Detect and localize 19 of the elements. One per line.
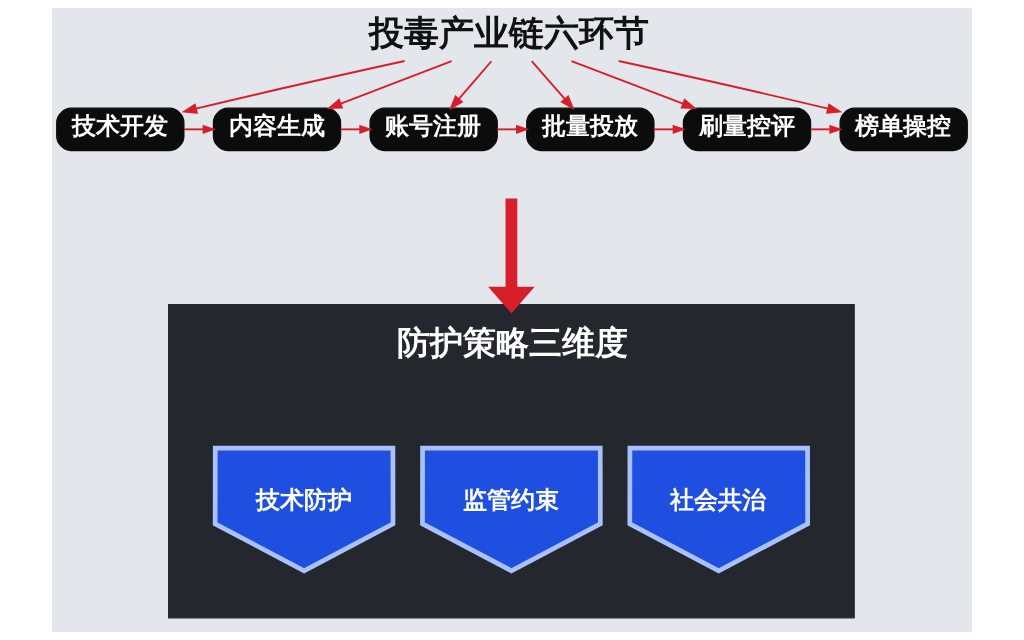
node-box: 榜单操控 bbox=[839, 107, 968, 152]
node-box: 账号注册 bbox=[369, 107, 498, 152]
arrow bbox=[449, 60, 493, 111]
arrow bbox=[326, 60, 453, 109]
node-box: 批量投放 bbox=[526, 107, 655, 152]
arrow bbox=[181, 60, 406, 114]
arrow bbox=[183, 124, 216, 134]
arrow bbox=[570, 60, 697, 109]
arrow bbox=[617, 60, 843, 114]
arrow bbox=[488, 198, 535, 314]
node-text: 投毒产业链六环节 bbox=[369, 11, 650, 53]
arrow bbox=[809, 124, 843, 134]
node-box: 技术开发 bbox=[56, 107, 185, 152]
arrow bbox=[496, 124, 530, 134]
arrow bbox=[530, 60, 575, 111]
arrow bbox=[339, 124, 373, 134]
node-box: 内容生成 bbox=[212, 107, 342, 152]
node-box: 刷量控评 bbox=[682, 107, 812, 152]
arrow bbox=[653, 124, 686, 134]
